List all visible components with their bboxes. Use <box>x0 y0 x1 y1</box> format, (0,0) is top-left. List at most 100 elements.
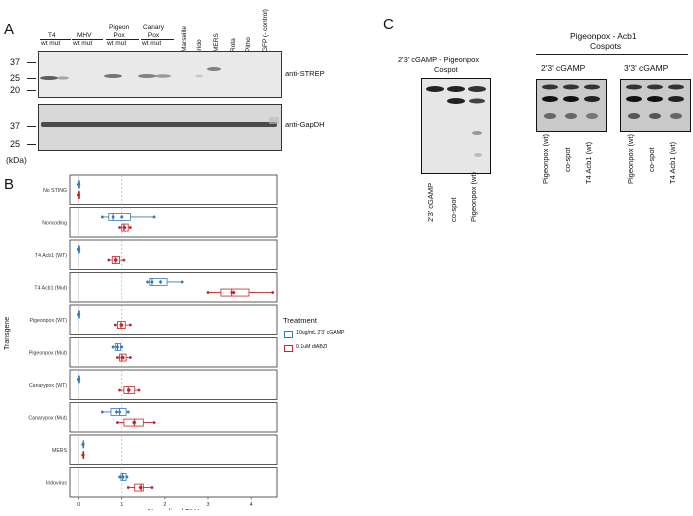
facet-label: Canarypox (Mut) <box>28 415 67 421</box>
mean-marker <box>132 420 136 425</box>
mw-tick <box>27 144 36 145</box>
data-point <box>206 291 210 294</box>
legend-key-diabzi <box>284 345 293 352</box>
facet-label: Noncoding <box>42 220 67 226</box>
data-point <box>152 215 156 219</box>
lane-label-marseille: Marseille <box>181 25 188 52</box>
tlc-lane-label: co-spot <box>563 147 572 172</box>
lane-group-t4: T4 <box>48 32 56 39</box>
x-tick-label: 1 <box>120 502 123 508</box>
data-point <box>116 356 119 359</box>
facet-panel <box>69 369 278 400</box>
lane-group-underline <box>106 39 139 40</box>
data-point <box>180 280 184 284</box>
facet-panel <box>69 207 278 238</box>
lane-group-canarypox: Canary Pox <box>143 24 164 39</box>
sub2-title: 3'3' cGAMP <box>624 63 669 73</box>
facet-panel <box>69 304 278 335</box>
facet-label: T4 Acb1 (WT) <box>35 253 67 259</box>
data-point <box>230 291 234 294</box>
lane-group-t4-sub: wt mut <box>41 40 61 47</box>
mw-marker: 37 <box>10 57 21 67</box>
lane-label-mers: MERS <box>213 33 220 52</box>
mean-marker <box>115 344 120 350</box>
tlc-spots <box>426 86 486 157</box>
lane-label-rota: Rota <box>230 38 237 52</box>
x-tick-label: 0 <box>77 502 80 508</box>
kda-label: (kDa) <box>6 155 27 165</box>
mean-marker <box>232 290 236 295</box>
data-point <box>118 388 121 392</box>
data-point <box>137 388 141 392</box>
data-point <box>107 258 111 262</box>
facet-panel <box>69 467 278 498</box>
tlc-lane-label: T4 Acb1 (wt) <box>668 141 677 184</box>
tlc-lane-label: Pigeonpox (wt) <box>469 171 478 222</box>
tlc-lane-label: co-spot <box>647 147 656 172</box>
tlc-lane-label: Pigeonpox (wt) <box>626 133 635 184</box>
data-point <box>126 486 130 489</box>
facet-panel <box>69 272 278 303</box>
legend-label-cgamp: 10ug/mL 2'3' cGAMP <box>296 330 345 336</box>
facet-panel <box>69 239 278 270</box>
data-point <box>146 280 150 284</box>
data-point <box>111 345 115 349</box>
data-point <box>128 323 132 327</box>
left-title: 2'3' cGAMP - Pigeonpox <box>398 55 480 64</box>
gapdh-bands <box>41 117 279 127</box>
data-point <box>126 410 130 414</box>
tlc-plate-33-cgamp <box>620 79 691 132</box>
left-title-2: Cospot <box>434 65 458 74</box>
western-blot-strep <box>38 51 282 98</box>
mean-marker <box>114 409 119 415</box>
right-title-2: Cospots <box>590 41 622 51</box>
box-body <box>149 278 168 286</box>
panel-b-letter: B <box>4 176 15 193</box>
data-point <box>118 410 121 414</box>
tlc-spots <box>542 84 600 119</box>
data-point <box>100 215 104 219</box>
blot1-antibody-label: anti-STREP <box>285 69 325 78</box>
facet-label: Pigeonpox (WT) <box>30 318 68 324</box>
mean-marker <box>138 485 143 490</box>
mw-tick <box>27 62 36 63</box>
facet-panel <box>69 337 278 368</box>
data-point <box>118 475 121 479</box>
data-point <box>150 486 154 489</box>
mean-marker <box>114 257 118 263</box>
mw-tick <box>27 126 36 127</box>
tlc-plate-23-cgamp <box>536 79 607 132</box>
facet-label: Pigeonpox (Mut) <box>29 350 67 356</box>
mw-marker: 25 <box>10 139 21 149</box>
data-point <box>116 421 119 424</box>
mw-marker: 37 <box>10 121 21 131</box>
facet-label: MERS <box>52 448 68 454</box>
x-tick-label: 4 <box>250 502 253 508</box>
mw-marker: 20 <box>10 85 21 95</box>
lane-group-pigeonpox: Pigeon Pox <box>109 24 130 39</box>
lane-label-gfp: GFP (- control) <box>262 9 269 52</box>
right-title-underline <box>536 54 688 55</box>
mean-marker <box>121 474 125 480</box>
data-point <box>113 323 117 327</box>
data-point <box>271 291 275 294</box>
facet-panel <box>69 434 278 465</box>
data-point <box>118 226 121 229</box>
mean-marker <box>76 247 81 252</box>
facet-panel <box>69 174 278 205</box>
lane-group-underline <box>40 39 71 40</box>
lane-group-canarypox-sub: wt mut <box>142 40 162 47</box>
facet-label: T4 Acb1 (Mut) <box>34 285 67 291</box>
mean-marker <box>127 387 131 393</box>
data-point <box>125 475 129 479</box>
sub1-title: 2'3' cGAMP <box>541 63 586 73</box>
tlc-lane-label: Pigeonpox (wt) <box>541 133 550 184</box>
tlc-plate-cospot <box>421 78 491 174</box>
legend-title: Treatment <box>283 316 317 325</box>
tlc-spots <box>626 84 684 119</box>
western-blot-gapdh <box>38 104 282 151</box>
x-axis-label: Normalized RLU <box>148 509 199 510</box>
mean-marker <box>158 279 163 285</box>
facet-panel <box>69 402 278 433</box>
